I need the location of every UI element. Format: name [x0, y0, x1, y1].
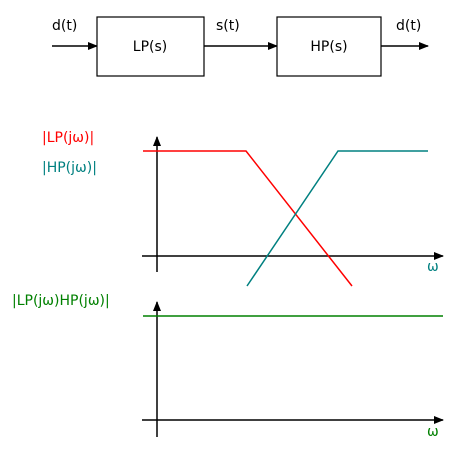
- lowpass-magnitude-curve: [143, 150, 353, 287]
- bottom-plot: |LP(jω)HP(jω)| ω: [12, 293, 444, 440]
- highpass-block: [276, 16, 382, 77]
- top-plot-omega-label: ω: [427, 259, 439, 275]
- block-diagram: d(t) LP(s) s(t) HP(s) d(t): [52, 16, 429, 77]
- highpass-magnitude-curve: [246, 150, 428, 287]
- highpass-magnitude-label: |HP(jω)|: [42, 160, 97, 176]
- highpass-block-label: HP(s): [310, 39, 347, 55]
- product-magnitude-label: |LP(jω)HP(jω)|: [12, 293, 110, 309]
- output-signal-label: d(t): [396, 18, 421, 34]
- lowpass-block-label: LP(s): [133, 39, 167, 55]
- lowpass-magnitude-label: |LP(jω)|: [42, 130, 94, 146]
- top-plot: |LP(jω)| |HP(jω)| ω: [42, 130, 444, 287]
- bottom-plot-omega-label: ω: [427, 424, 439, 440]
- middle-signal-label: s(t): [216, 18, 240, 34]
- input-signal-label: d(t): [52, 18, 77, 34]
